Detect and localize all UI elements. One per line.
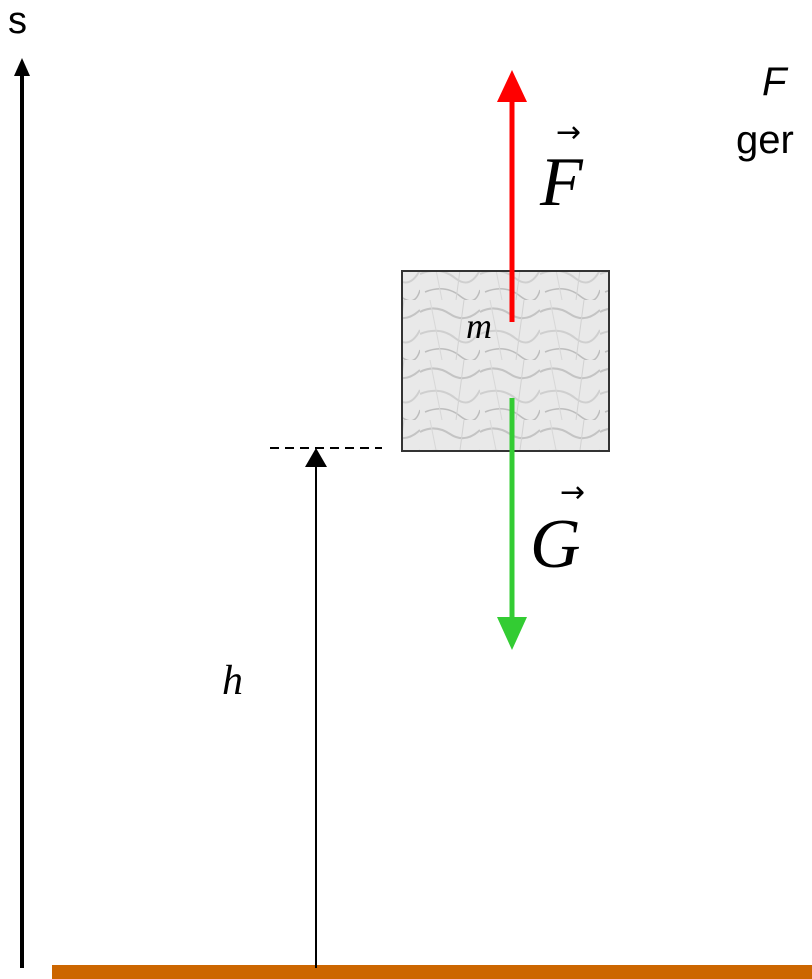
force-vector-label: F [540,144,583,221]
ground [52,965,812,979]
force-vector-arrowhead [497,70,527,102]
s-axis-label: s [8,0,27,42]
mass-block [401,270,610,452]
force-vector-arrow-accent: → [556,115,582,150]
height-dimension-arrowhead [305,448,327,467]
height-label: h [222,658,243,704]
caption-text-fragment: ger [736,118,794,162]
weight-vector-arrow-accent: → [560,475,586,510]
caption-force-symbol: F [762,60,787,104]
s-axis-arrowhead [14,58,30,76]
weight-vector-arrowhead [497,617,527,650]
mass-label: m [466,306,492,346]
weight-vector-label: G [530,506,581,583]
